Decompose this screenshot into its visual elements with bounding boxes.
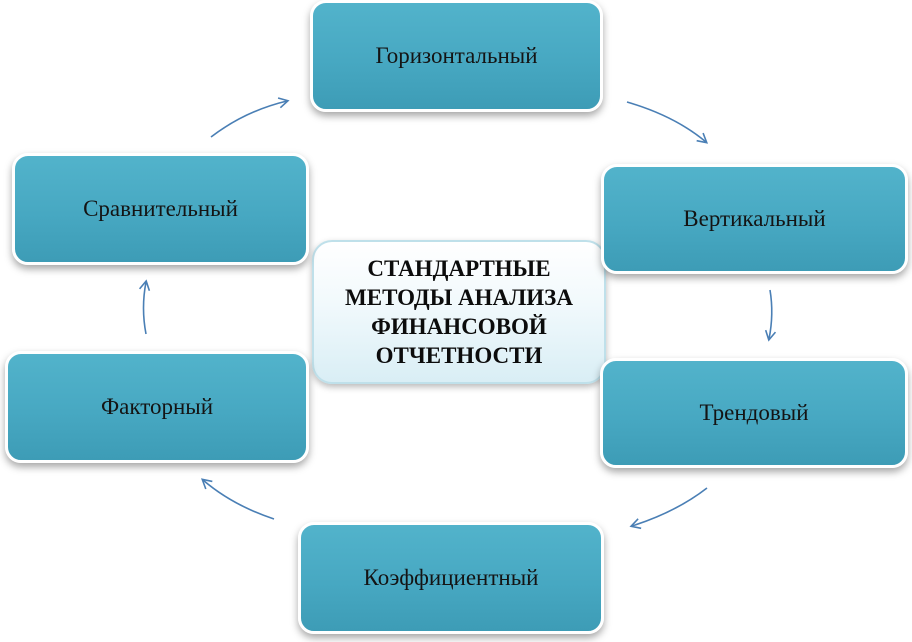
node-vertical-label: Вертикальный bbox=[683, 206, 826, 231]
node-comparative-label: Сравнительный bbox=[83, 196, 238, 221]
node-vertical: Вертикальный bbox=[601, 164, 908, 274]
node-comparative: Сравнительный bbox=[12, 153, 309, 265]
node-trend-label: Трендовый bbox=[699, 400, 809, 425]
center-node: СТАНДАРТНЫЕ МЕТОДЫ АНАЛИЗА ФИНАНСОВОЙ ОТ… bbox=[312, 240, 606, 384]
node-factor: Факторный bbox=[5, 351, 309, 463]
arrow-comparative-to-horizontal bbox=[210, 97, 290, 138]
node-coefficient: Коэффициентный bbox=[298, 522, 604, 634]
node-horizontal: Горизонтальный bbox=[310, 0, 603, 112]
node-factor-label: Факторный bbox=[100, 394, 214, 419]
node-coefficient-label: Коэффициентный bbox=[363, 565, 539, 590]
arrow-horizontal-to-vertical bbox=[626, 101, 709, 144]
arrow-vertical-to-trend bbox=[764, 289, 777, 342]
center-title: СТАНДАРТНЫЕ МЕТОДЫ АНАЛИЗА ФИНАНСОВОЙ ОТ… bbox=[345, 256, 573, 368]
node-horizontal-label: Горизонтальный bbox=[375, 43, 538, 68]
node-trend: Трендовый bbox=[600, 358, 908, 468]
arrow-trend-to-coefficient bbox=[629, 487, 708, 530]
arrow-factor-to-comparative bbox=[138, 279, 151, 335]
arrow-coefficient-to-factor bbox=[200, 478, 275, 520]
